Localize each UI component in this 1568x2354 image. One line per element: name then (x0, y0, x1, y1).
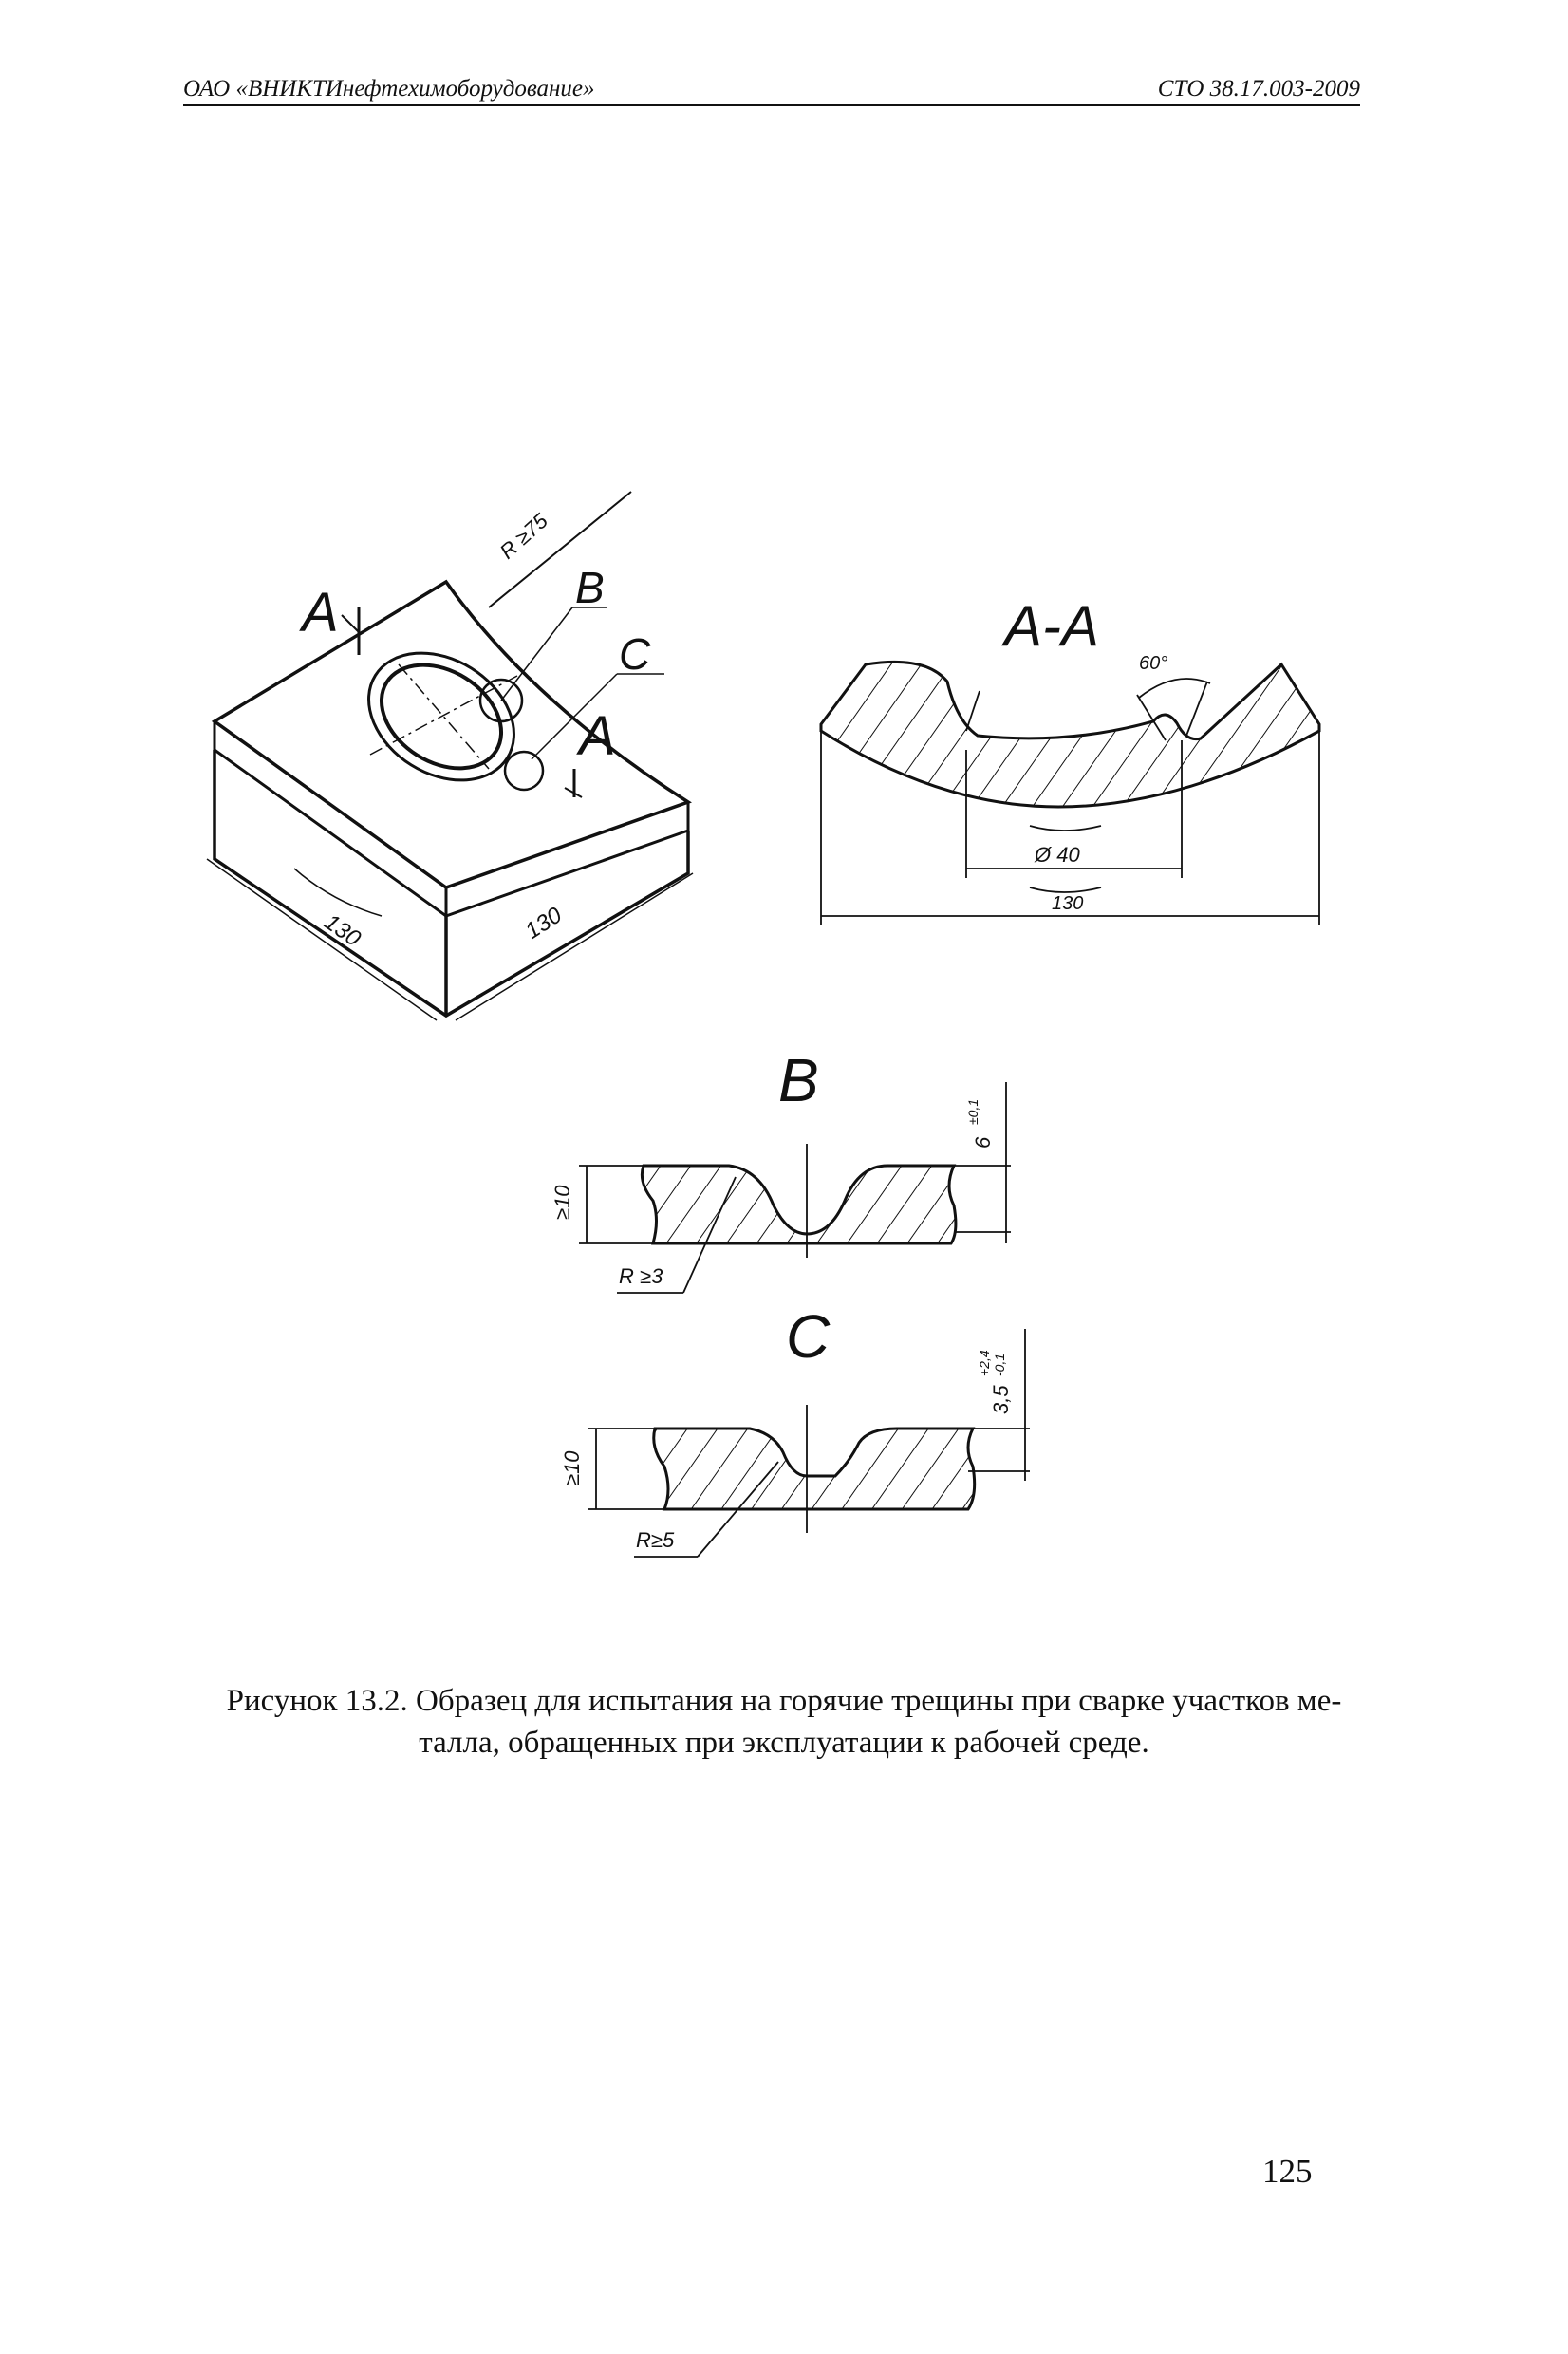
section-aa-width: 130 (1052, 893, 1083, 914)
caption-line-1: Рисунок 13.2. Образец для испытания на г… (226, 1684, 1342, 1718)
header-standard-code: СТО 38.17.003-2009 (1157, 76, 1360, 102)
header-rule (183, 104, 1360, 106)
caption-line-2: талла, обращенных при эксплуатации к раб… (419, 1726, 1149, 1760)
detail-b-depth-tolerance: ±0,1 (965, 1099, 980, 1125)
figure-caption: Рисунок 13.2. Образец для испытания на г… (142, 1680, 1426, 1764)
detail-b-depth: 6 (971, 1136, 995, 1149)
section-aa-diameter: Ø 40 (1034, 843, 1080, 867)
section-aa-angle: 60° (1139, 653, 1167, 674)
detail-c-tol-lower: -0,1 (992, 1354, 1007, 1376)
page-number: 125 (1262, 2153, 1313, 2190)
section-aa-view (819, 660, 1321, 925)
iso-label-c: C (619, 629, 651, 679)
iso-radius-label: R ≥75 (495, 508, 553, 563)
section-aa-title: A-A (1001, 594, 1099, 658)
iso-label-b: B (575, 563, 605, 612)
iso-label-a1: A (299, 582, 339, 644)
header-organization: ОАО «ВНИКТИнефтехимоборудование» (183, 76, 595, 102)
detail-c-view (588, 1329, 1030, 1558)
isometric-specimen-view (206, 491, 694, 1021)
detail-c-tol-upper: +2,4 (977, 1350, 992, 1376)
iso-label-a2: A (576, 705, 616, 767)
iso-width-dimension: 130 (320, 909, 366, 952)
detail-b-thickness: ≥10 (551, 1185, 574, 1220)
page-header: ОАО «ВНИКТИнефтехимоборудование» СТО 38.… (183, 76, 1360, 110)
iso-length-dimension: 130 (521, 902, 568, 944)
detail-c-thickness: ≥10 (560, 1450, 584, 1485)
detail-b-radius: R ≥3 (619, 1264, 663, 1288)
detail-b-view (579, 1082, 1011, 1294)
detail-c-radius: R≥5 (636, 1528, 675, 1552)
detail-c-title: C (786, 1302, 831, 1371)
detail-b-title: B (778, 1046, 819, 1114)
detail-c-depth: 3,5 (989, 1385, 1013, 1414)
